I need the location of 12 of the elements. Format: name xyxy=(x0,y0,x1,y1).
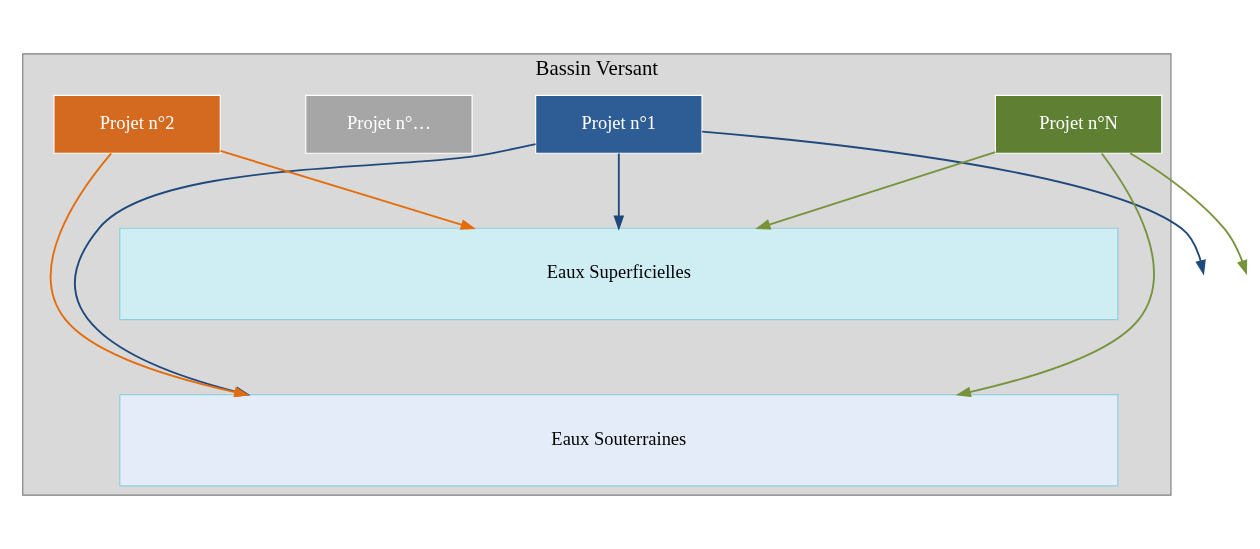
arrow xyxy=(219,150,476,230)
arrow xyxy=(1129,152,1248,276)
arrow xyxy=(955,152,1155,398)
node-box: Eaux Souterraines xyxy=(119,394,1119,487)
arrow xyxy=(701,130,1206,276)
node-box: Projet n°… xyxy=(305,94,473,154)
node-box: Eaux Superficielles xyxy=(119,227,1119,321)
arrow xyxy=(755,151,997,230)
node-box: Projet n°1 xyxy=(535,94,703,154)
node-box: Projet n°N xyxy=(994,94,1163,154)
node-box: Projet n°2 xyxy=(53,94,221,154)
arrow xyxy=(613,152,625,231)
